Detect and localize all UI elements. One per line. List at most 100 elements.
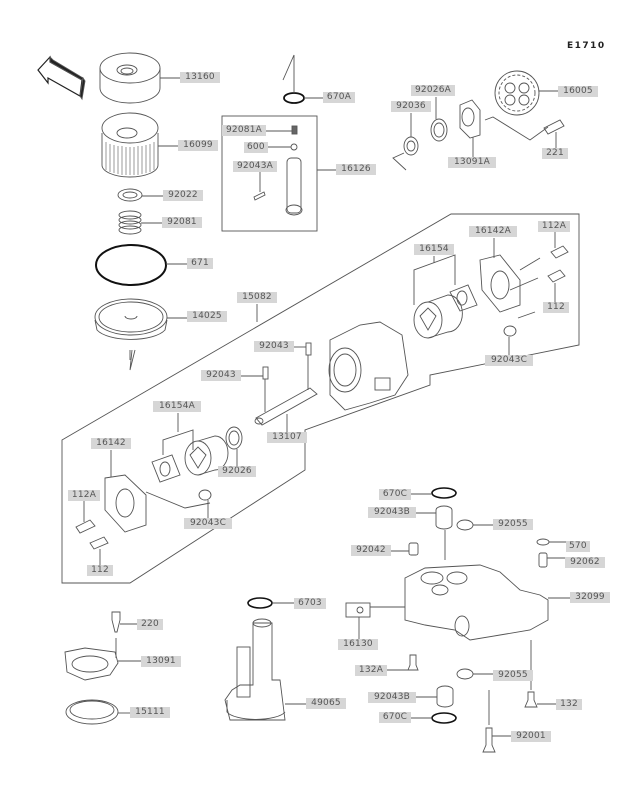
part-label-16005[interactable]: 16005 (558, 86, 598, 97)
part-16142 (104, 450, 211, 533)
part-label-112_r[interactable]: 112 (543, 302, 569, 313)
part-label-92081[interactable]: 92081 (162, 217, 202, 228)
part-label-15082[interactable]: 15082 (237, 292, 277, 303)
part-label-670A[interactable]: 670A (323, 92, 355, 103)
part-label-112A_l[interactable]: 112A (68, 490, 100, 501)
part-label-600[interactable]: 600 (244, 142, 268, 153)
part-label-15111[interactable]: 15111 (130, 707, 170, 718)
part-label-16142A[interactable]: 16142A (469, 226, 517, 237)
part-label-49065[interactable]: 49065 (306, 698, 346, 709)
part-label-92043_a[interactable]: 92043 (254, 341, 294, 352)
part-92022 (117, 188, 163, 202)
part-label-32099[interactable]: 32099 (570, 592, 610, 603)
part-92026 (225, 426, 243, 466)
part-label-16099[interactable]: 16099 (178, 140, 218, 151)
part-label-670C_bot[interactable]: 670C (379, 712, 411, 723)
part-label-13160[interactable]: 13160 (180, 72, 220, 83)
part-label-570[interactable]: 570 (566, 541, 590, 552)
part-label-16126[interactable]: 16126 (336, 164, 376, 175)
part-15111 (65, 699, 130, 725)
part-label-13107[interactable]: 13107 (267, 432, 307, 443)
part-13107 (254, 387, 318, 432)
part-92026A (430, 97, 448, 142)
part-92043-pins (241, 342, 312, 412)
part-112A-right (550, 232, 569, 259)
part-pump-housing (328, 321, 409, 411)
part-label-92043C_l[interactable]: 92043C (184, 518, 232, 529)
part-112A-left (75, 501, 96, 534)
part-92062 (538, 552, 565, 568)
part-label-16142[interactable]: 16142 (91, 438, 131, 449)
part-label-92055_bot[interactable]: 92055 (493, 670, 533, 681)
part-label-92043_b[interactable]: 92043 (201, 370, 241, 381)
part-label-14025[interactable]: 14025 (187, 311, 227, 322)
part-92042 (391, 542, 419, 556)
part-92001 (482, 690, 511, 753)
part-132 (524, 640, 556, 708)
part-570 (536, 538, 566, 546)
part-label-16154A[interactable]: 16154A (153, 401, 201, 412)
part-92043B-top (416, 505, 453, 560)
part-16154A (151, 413, 229, 483)
part-label-92062[interactable]: 92062 (565, 557, 605, 568)
part-112-left (89, 536, 109, 565)
part-13091A (459, 99, 549, 157)
part-670A (282, 54, 323, 104)
part-label-670C_top[interactable]: 670C (379, 489, 411, 500)
part-label-112_l[interactable]: 112 (87, 565, 113, 576)
part-label-92043A[interactable]: 92043A (233, 161, 277, 172)
part-112-right (547, 269, 566, 302)
part-16142A (479, 238, 541, 313)
part-label-13091A[interactable]: 13091A (448, 157, 496, 168)
part-14025 (94, 298, 187, 371)
part-label-92026[interactable]: 92026 (218, 466, 256, 477)
diagram-code: E1710 (567, 41, 606, 51)
part-label-6703[interactable]: 6703 (294, 598, 326, 609)
part-label-92055_top[interactable]: 92055 (493, 519, 533, 530)
part-13091 (64, 647, 141, 681)
part-671 (95, 244, 187, 286)
part-label-92001[interactable]: 92001 (511, 731, 551, 742)
part-label-92042[interactable]: 92042 (351, 545, 391, 556)
part-label-220[interactable]: 220 (137, 619, 163, 630)
part-label-16154[interactable]: 16154 (414, 244, 454, 255)
part-15082-box (61, 213, 580, 584)
front-arrow-icon (37, 55, 86, 101)
part-13160 (99, 52, 180, 104)
part-6703 (247, 597, 294, 609)
part-92036 (392, 113, 419, 171)
part-16005-gear (494, 70, 558, 116)
part-label-92043C_r[interactable]: 92043C (485, 355, 533, 366)
part-49065 (224, 618, 306, 721)
part-92055-top (456, 519, 493, 531)
part-92081 (118, 210, 162, 235)
part-label-16130[interactable]: 16130 (338, 639, 378, 650)
part-92043C-right (503, 311, 536, 355)
part-92055-bot (456, 668, 493, 680)
part-label-92081A[interactable]: 92081A (222, 125, 266, 136)
part-label-92022[interactable]: 92022 (163, 190, 203, 201)
part-16130 (345, 602, 405, 639)
part-220 (111, 611, 137, 658)
part-16099 (101, 112, 178, 178)
part-32099 (404, 564, 570, 641)
part-92043C-left (198, 489, 212, 518)
part-670C-bot (411, 712, 457, 724)
part-label-671[interactable]: 671 (187, 258, 213, 269)
part-16154 (413, 254, 478, 339)
part-label-92043B_bot[interactable]: 92043B (368, 692, 416, 703)
part-label-112A_r[interactable]: 112A (538, 221, 570, 232)
part-label-132[interactable]: 132 (556, 699, 582, 710)
part-221 (543, 119, 565, 148)
part-label-92036[interactable]: 92036 (391, 101, 431, 112)
part-label-92026A[interactable]: 92026A (411, 85, 455, 96)
part-label-92043B_top[interactable]: 92043B (368, 507, 416, 518)
part-92043B-bot (416, 685, 454, 708)
part-16126-box (221, 115, 336, 232)
part-label-13091[interactable]: 13091 (141, 656, 181, 667)
part-670C-top (411, 487, 457, 499)
part-132A (387, 654, 419, 671)
part-label-221[interactable]: 221 (542, 148, 568, 159)
part-label-132A[interactable]: 132A (355, 665, 387, 676)
